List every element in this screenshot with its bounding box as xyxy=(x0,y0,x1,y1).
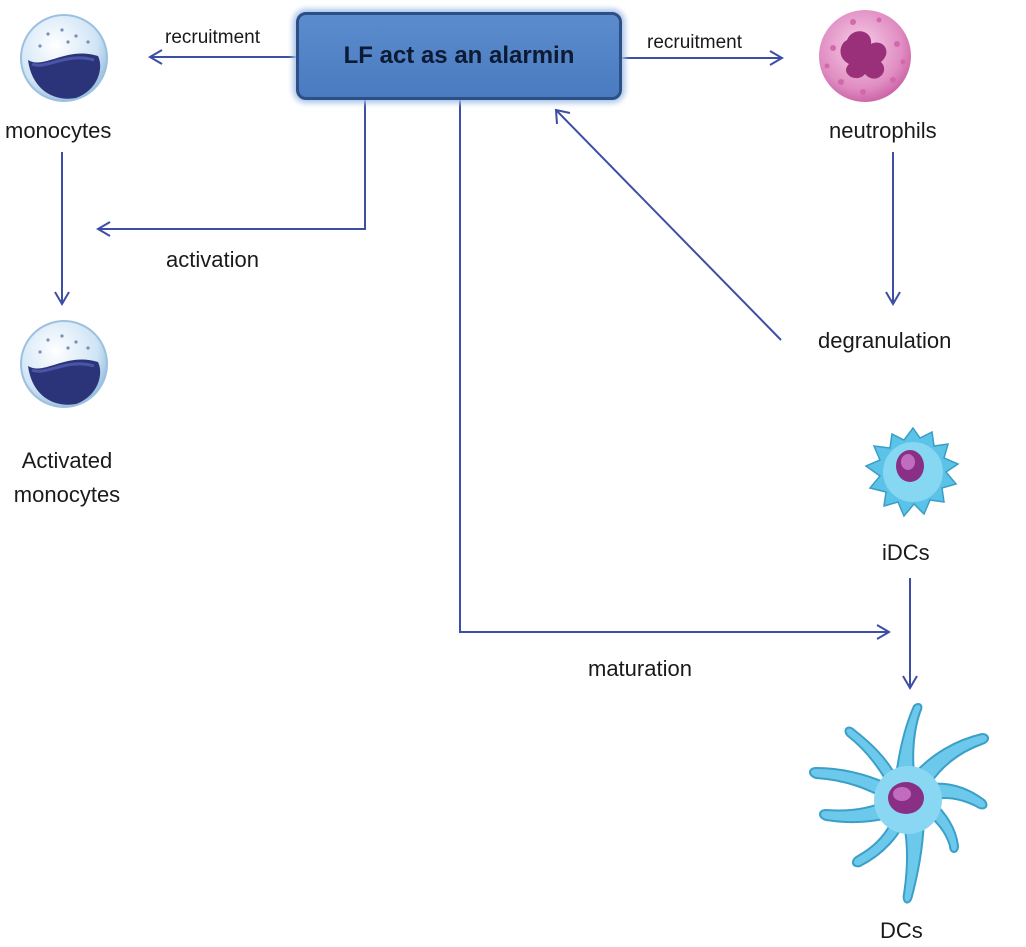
arrow-maturation xyxy=(459,100,889,633)
idc-cell-icon xyxy=(864,426,960,518)
activation-label: activation xyxy=(166,247,259,272)
monocyte-cell-icon xyxy=(20,14,108,102)
maturation-label: maturation xyxy=(588,656,692,681)
arrow-degranulation-to-hub xyxy=(555,109,782,341)
degranulation-label: degranulation xyxy=(818,328,952,353)
idcs-label: iDCs xyxy=(882,540,930,565)
activated-monocytes-label-line1: Activated xyxy=(21,448,113,473)
neutrophil-cell-icon xyxy=(819,10,911,102)
arrow-activation xyxy=(98,100,366,230)
dcs-label: DCs xyxy=(880,918,923,943)
recruitment-label-left: recruitment xyxy=(165,27,261,48)
activated-monocyte-cell-icon xyxy=(20,320,108,408)
activated-monocytes-label-line2: monocytes xyxy=(13,482,121,507)
monocytes-label: monocytes xyxy=(5,118,112,143)
hub-box: LF act as an alarmin xyxy=(296,12,622,100)
hub-label: LF act as an alarmin xyxy=(343,42,575,69)
neutrophils-label: neutrophils xyxy=(829,118,937,143)
recruitment-label-right: recruitment xyxy=(647,32,743,53)
dc-cell-icon xyxy=(809,703,989,904)
